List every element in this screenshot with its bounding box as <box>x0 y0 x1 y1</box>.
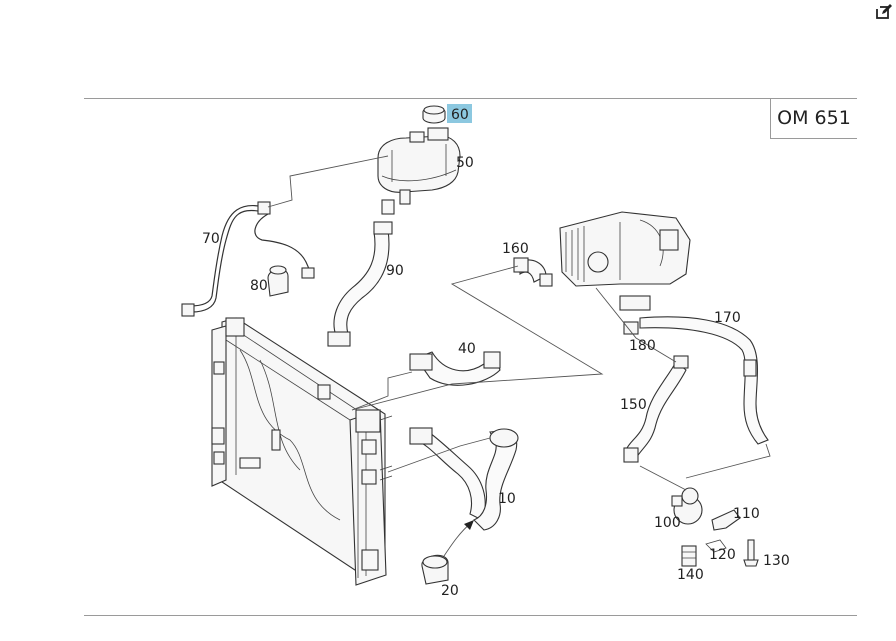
label-70[interactable]: 70 <box>202 231 220 247</box>
label-110[interactable]: 110 <box>733 506 760 522</box>
label-60-highlight <box>447 104 472 123</box>
label-130[interactable]: 130 <box>763 553 790 569</box>
label-80[interactable]: 80 <box>250 278 268 294</box>
hose-40 <box>409 351 501 386</box>
fitting-140 <box>681 545 697 567</box>
label-90[interactable]: 90 <box>386 263 404 279</box>
hose-170 <box>619 295 769 445</box>
label-120[interactable]: 120 <box>709 547 736 563</box>
label-60[interactable]: 60 <box>451 107 469 123</box>
clamp-20 <box>421 520 474 585</box>
edit-icon <box>876 4 892 19</box>
label-180[interactable]: 180 <box>629 338 656 354</box>
bolt-130 <box>743 539 759 567</box>
bracket-110 <box>711 509 741 531</box>
expansion-tank <box>377 127 461 215</box>
label-150[interactable]: 150 <box>620 397 647 413</box>
hose-10 <box>409 427 519 531</box>
label-20[interactable]: 20 <box>441 583 459 599</box>
water-pump-100 <box>671 487 703 525</box>
bracket-120 <box>705 539 727 553</box>
leader-lines <box>267 155 771 491</box>
label-160[interactable]: 160 <box>502 241 529 257</box>
label-140[interactable]: 140 <box>677 567 704 583</box>
edit-button[interactable] <box>874 2 894 22</box>
top-rule <box>84 98 857 99</box>
coolant-cap <box>422 105 446 124</box>
label-40[interactable]: 40 <box>458 341 476 357</box>
egr-cooler <box>559 211 691 287</box>
bottom-rule <box>84 615 857 616</box>
hose-160 <box>513 257 553 287</box>
hose-90 <box>327 221 393 347</box>
hose-150 <box>623 355 689 463</box>
clamp-80 <box>267 265 289 297</box>
label-50[interactable]: 50 <box>456 155 474 171</box>
engine-code: OM 651 <box>770 98 857 139</box>
radiator <box>211 317 393 586</box>
label-10[interactable]: 10 <box>498 491 516 507</box>
hose-70 <box>181 201 315 317</box>
label-100[interactable]: 100 <box>654 515 681 531</box>
label-170[interactable]: 170 <box>714 310 741 326</box>
